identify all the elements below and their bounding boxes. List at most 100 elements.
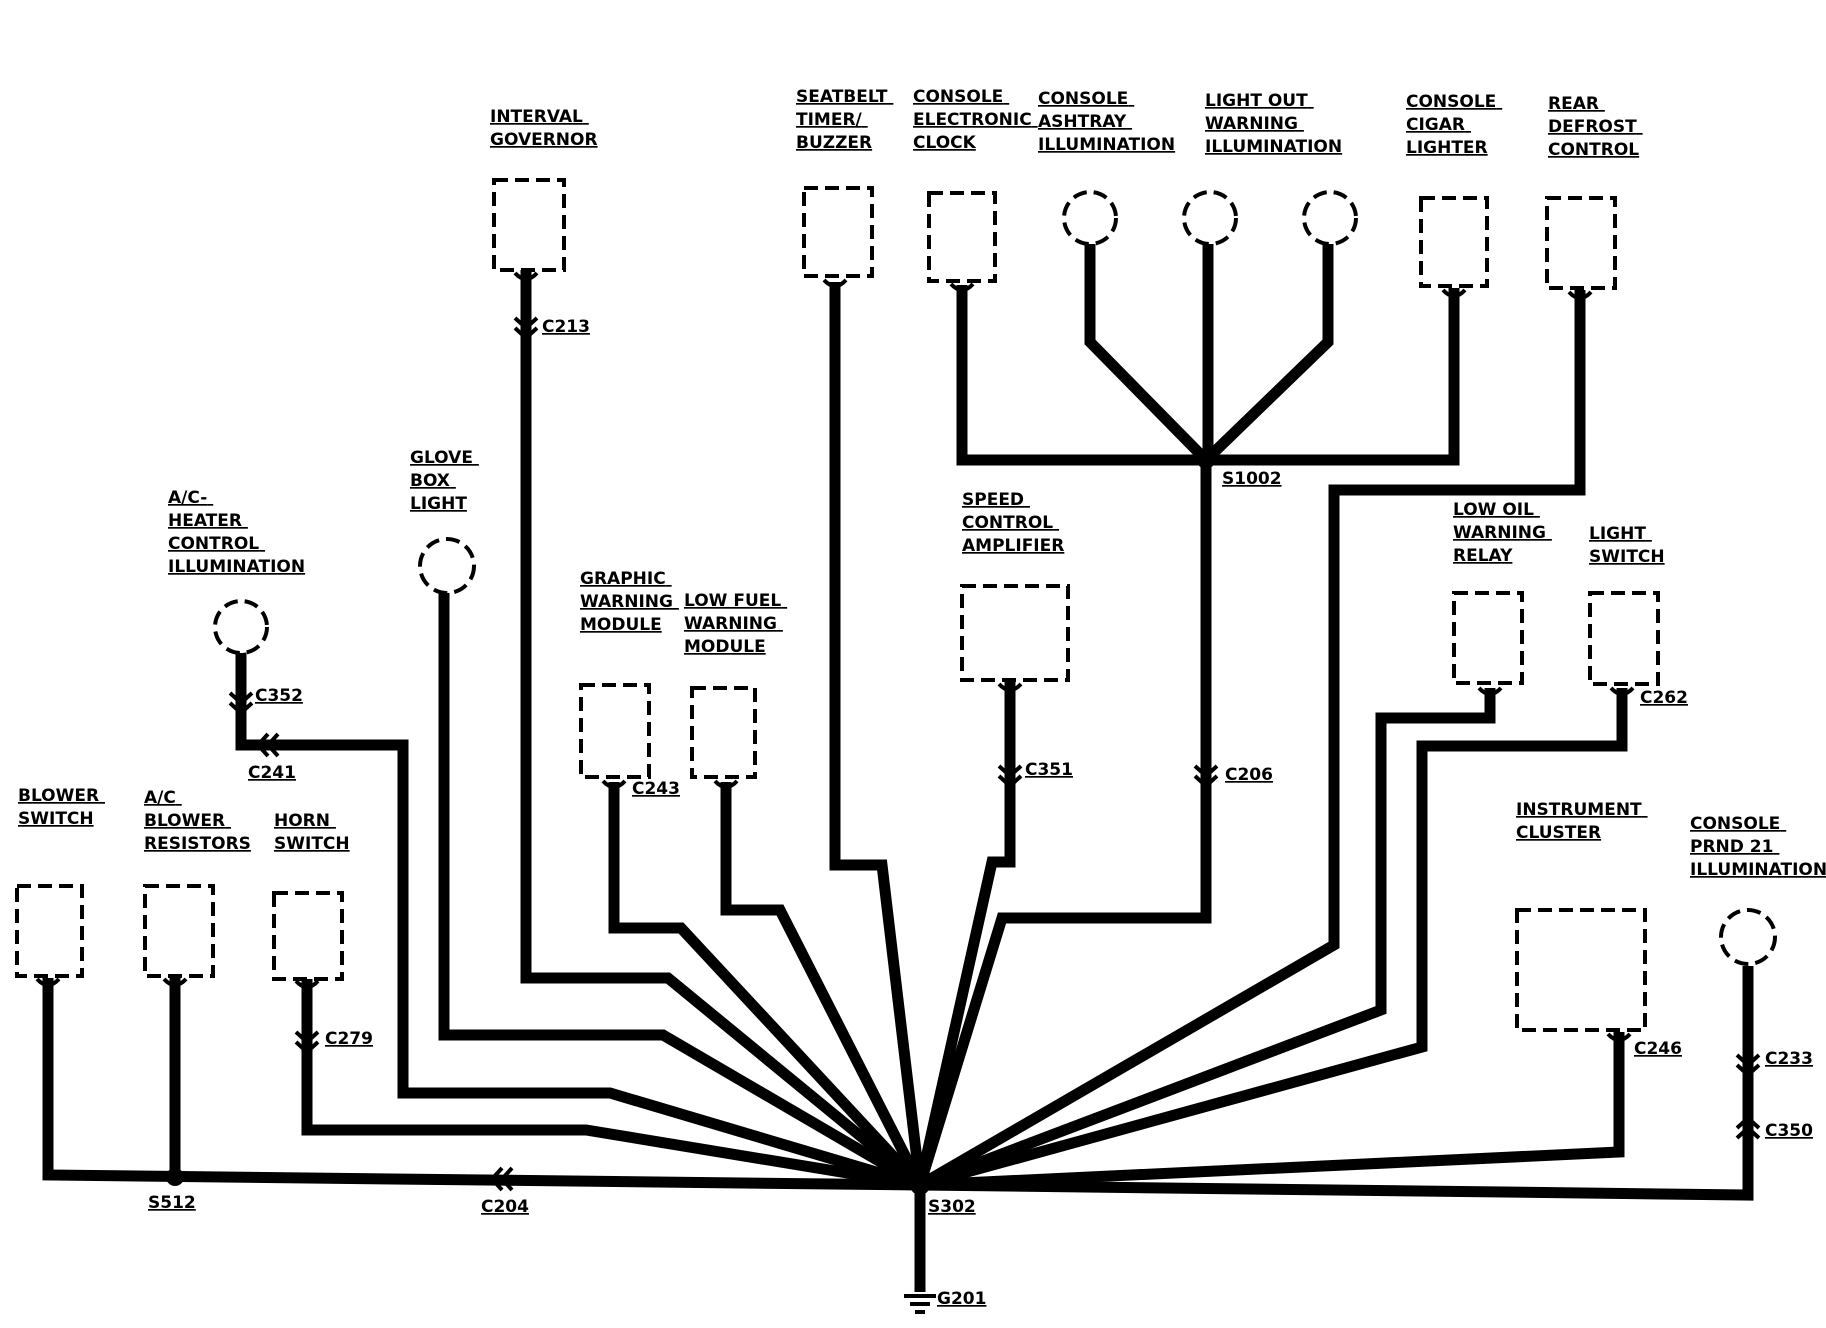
cigar-lighter-box [1419,196,1489,288]
ground-g201-label: G201 [937,1289,986,1309]
label-rear-defrost: REAR DEFROST CONTROL [1548,94,1643,160]
horn-switch-box [272,891,344,981]
label-seatbelt-timer: SEATBELT TIMER/ BUZZER [796,87,893,153]
console-prnd-lamp [1719,908,1777,966]
splice-s302-dot [910,1175,930,1195]
terminal-cap [1609,686,1635,696]
wire-speed-control [914,682,1016,1187]
wire-blower-bus [42,978,921,1191]
connector-c279-label: C279 [325,1029,373,1049]
label-low-oil: LOW OIL WARNING RELAY [1453,500,1552,566]
terminal-cap [162,977,188,987]
inline-connector-c350 [1735,1115,1761,1140]
wire-graphic-warning [608,782,925,1189]
inline-connector-c352 [228,691,254,716]
wire-seatbelt-timer [829,282,926,1186]
inline-connector-c233 [1735,1053,1761,1078]
label-interval-governor: INTERVAL GOVERNOR [490,107,598,150]
terminal-cap [513,271,539,281]
wire-cigar-lighter [1206,288,1460,466]
connector-labels: C213 C352 C241 C243 C351 C206 S1002 C262… [148,317,1813,1309]
connector-c262-label: C262 [1640,688,1688,708]
connector-symbols [35,271,1761,1192]
wire-rear-defrost [917,290,1586,1190]
seatbelt-timer-box [802,186,874,278]
connector-c206-label: C206 [1225,765,1273,785]
wire-ashtray [1084,244,1210,464]
component-labels: INTERVAL GOVERNOR SEATBELT TIMER/ BUZZER… [18,87,1826,880]
label-console-clock: CONSOLE ELECTRONIC CLOCK [913,87,1038,153]
console-clock-box [927,191,997,283]
connector-c352-label: C352 [255,686,303,706]
rear-defrost-box [1545,196,1617,290]
connector-c350-label: C350 [1765,1121,1813,1141]
connector-c243-label: C243 [632,779,680,799]
inline-connector-c213 [513,316,539,341]
ac-blower-box [143,884,215,978]
splice-s1002-label: S1002 [1222,469,1282,489]
wire-interval-governor [520,268,924,1190]
components [15,178,1777,1032]
speed-control-box [960,584,1070,682]
label-ac-heater: A/C- HEATER CONTROL ILLUMINATION [168,488,305,577]
wire-low-oil [918,688,1496,1191]
terminal-cap [713,779,739,789]
splice-s1002-dot [1197,451,1215,469]
ashtray-lamp [1062,190,1118,246]
graphic-warning-box [579,683,651,779]
terminal-cap [1567,290,1593,300]
connector-c204-label: C204 [481,1197,529,1217]
label-speed-control: SPEED CONTROL AMPLIFIER [962,490,1064,556]
terminal-cap [1441,288,1467,298]
wire-glove-box [438,592,923,1190]
connector-c351-label: C351 [1025,760,1073,780]
wire-light-switch [918,688,1628,1191]
label-instrument-cluster: INSTRUMENT CLUSTER [1516,800,1648,843]
connector-c241-label: C241 [248,763,296,783]
terminal-cap [35,977,61,987]
instrument-cluster-box [1515,908,1647,1032]
label-light-switch: LIGHT SWITCH [1589,524,1665,567]
third-lamp [1302,190,1358,246]
connector-c246-label: C246 [1634,1039,1682,1059]
connector-c233-label: C233 [1765,1049,1813,1069]
wire-s1002-trunk [914,460,1212,1187]
label-low-fuel: LOW FUEL WARNING MODULE [684,591,787,657]
low-oil-box [1452,591,1524,685]
label-ac-blower: A/C BLOWER RESISTORS [144,788,251,854]
splice-s302-label: S302 [928,1197,976,1217]
ground-symbol-icon [904,1294,936,1314]
wire-low-fuel [720,782,925,1188]
low-fuel-box [690,686,757,779]
label-blower-switch: BLOWER SWITCH [18,786,105,829]
blower-switch-box [15,884,84,978]
splices [166,451,1215,1195]
wire-instrument-cluster [919,1032,1625,1191]
label-cigar-lighter: CONSOLE CIGAR LIGHTER [1406,92,1502,158]
terminal-cap [294,979,320,989]
label-light-out: LIGHT OUT WARNING ILLUMINATION [1205,91,1342,157]
ac-heater-lamp [213,599,269,655]
label-glove-box: GLOVE BOX LIGHT [410,448,479,514]
wire-third-lamp [1202,244,1334,464]
label-console-ashtray: CONSOLE ASHTRAY ILLUMINATION [1038,89,1175,155]
inline-connector-c241 [255,732,280,758]
inline-connector-c351 [997,764,1023,789]
wire-ac-heater [235,650,922,1191]
light-out-lamp [1182,190,1238,246]
wire-console-clock [956,285,1206,466]
terminal-cap [949,282,975,292]
terminal-cap [1477,686,1503,696]
interval-governor-box [492,178,566,272]
splice-s512-dot [166,1168,184,1186]
wire-console-prnd [919,966,1754,1201]
label-horn-switch: HORN SWITCH [274,811,350,854]
terminal-cap [822,278,848,288]
inline-connector-c204 [489,1166,514,1192]
connector-c213-label: C213 [542,317,590,337]
terminal-cap [1606,1032,1632,1042]
terminal-cap [601,779,627,789]
inline-connector-c279 [294,1030,320,1055]
label-graphic-warning: GRAPHIC WARNING MODULE [580,569,679,635]
